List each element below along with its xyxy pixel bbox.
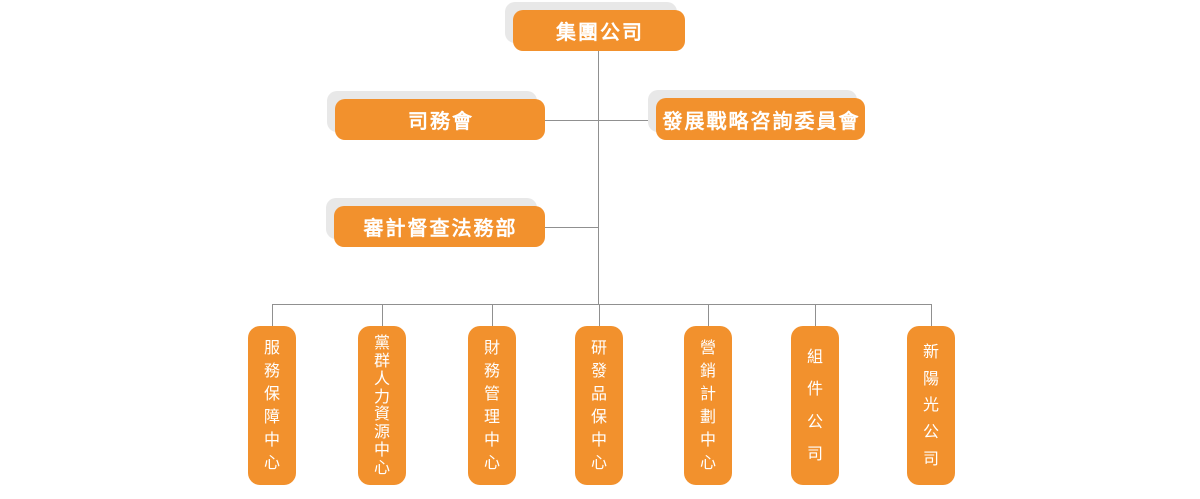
dept-label: 新陽光公司 — [922, 341, 939, 469]
dept-label: 財務管理中心 — [483, 338, 500, 472]
dept-node-new-sunshine-company: 新陽光公司 — [907, 326, 955, 485]
node-group-company: 集團公司 — [513, 10, 685, 51]
dept-node-service-support-center: 服務保障中心 — [248, 326, 296, 485]
connector-level2-line — [545, 120, 656, 121]
dept-label: 組件公司 — [806, 347, 823, 463]
dept-node-party-hr-center: 黨群人力資源中心 — [358, 326, 406, 485]
connector-audit-line — [545, 227, 599, 228]
connector-dept-stub — [492, 304, 493, 327]
connector-dept-stub — [931, 304, 932, 327]
connector-dept-stub — [599, 304, 600, 327]
connector-dept-stub — [382, 304, 383, 327]
dept-node-marketing-planning-center: 營銷計劃中心 — [684, 326, 732, 485]
connector-dept-stub — [815, 304, 816, 327]
dept-node-finance-center: 財務管理中心 — [468, 326, 516, 485]
node-strategy-committee: 發展戰略咨詢委員會 — [656, 98, 865, 140]
dept-label: 研發品保中心 — [590, 338, 607, 472]
connector-departments-bar — [272, 304, 932, 305]
connector-dept-stub — [272, 304, 273, 327]
dept-node-component-company: 組件公司 — [791, 326, 839, 485]
dept-label: 服務保障中心 — [263, 338, 280, 472]
node-label: 發展戰略咨詢委員會 — [662, 108, 861, 133]
connector-trunk-line — [598, 50, 599, 304]
dept-node-rd-qa-center: 研發品保中心 — [575, 326, 623, 485]
connector-dept-stub — [708, 304, 709, 327]
node-audit-legal: 審計督查法務部 — [334, 206, 545, 247]
dept-label: 黨群人力資源中心 — [373, 332, 390, 477]
node-label: 審計督查法務部 — [363, 216, 518, 240]
node-label: 司務會 — [408, 109, 474, 133]
node-council: 司務會 — [335, 99, 545, 140]
dept-label: 營銷計劃中心 — [699, 338, 716, 472]
node-label: 集團公司 — [556, 20, 644, 44]
